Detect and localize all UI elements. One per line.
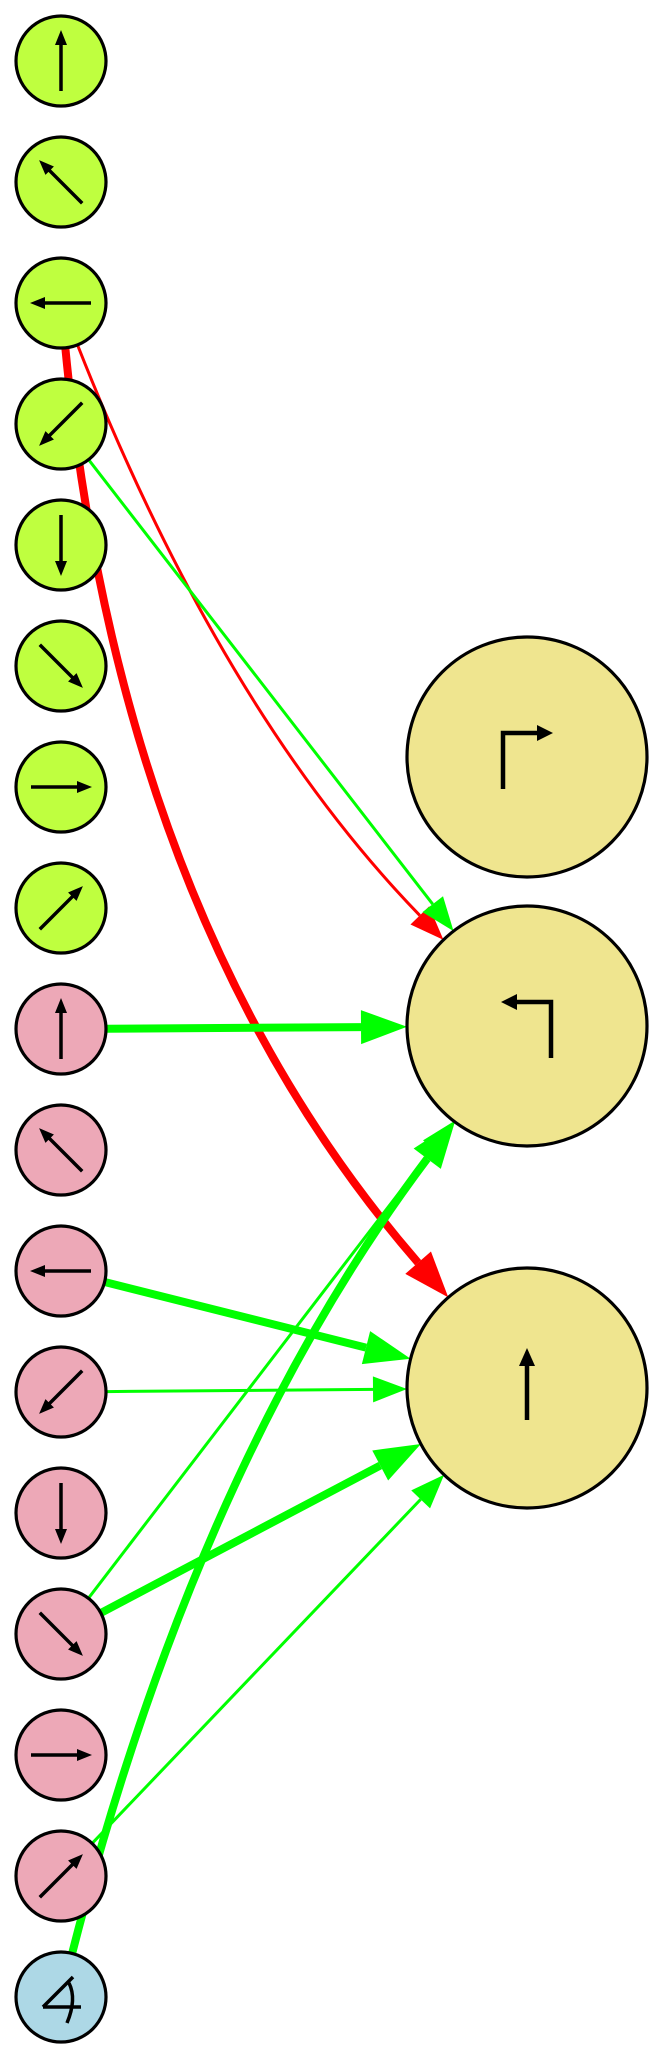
- arrow-up-right-icon: [38, 1854, 83, 1899]
- arrow-up-icon: [55, 30, 67, 91]
- node-circle: [405, 635, 649, 879]
- connection-line: [61, 347, 422, 1266]
- node-rotation: [14, 1950, 108, 2044]
- arrow-up-left-icon: [39, 1128, 84, 1173]
- connection-mov-down-right-to-forward: [98, 1444, 421, 1617]
- connection-line: [68, 1156, 431, 1955]
- node-layer: [14, 14, 649, 2044]
- node-dir-up: [14, 14, 108, 108]
- node-turn-left: [405, 904, 649, 1148]
- connection-line: [87, 458, 434, 906]
- connection-layer: [61, 344, 455, 1955]
- arrowhead: [405, 1251, 449, 1298]
- node-mov-up-left: [14, 1103, 108, 1197]
- arrow-up-icon: [55, 998, 67, 1059]
- turn-left-icon: [501, 994, 554, 1058]
- node-dir-up-right: [14, 861, 108, 955]
- connection-mov-up-to-turn-left: [105, 1010, 408, 1045]
- arrowhead: [422, 896, 454, 932]
- node-circle: [405, 904, 649, 1148]
- node-mov-right: [14, 1708, 108, 1802]
- node-dir-down: [14, 498, 108, 592]
- connection-mov-up-right-to-forward: [90, 1474, 445, 1845]
- connection-line: [105, 1387, 374, 1394]
- arrow-down-right-icon: [38, 1611, 83, 1656]
- connection-line: [105, 1023, 362, 1033]
- forward-icon: [519, 1348, 535, 1420]
- node-mov-up: [14, 982, 108, 1076]
- connection-mov-left-to-forward: [103, 1278, 411, 1365]
- angle-icon: [41, 1975, 81, 2024]
- turn-right-icon: [500, 725, 553, 789]
- arrowhead: [361, 1331, 411, 1365]
- arrow-right-icon: [31, 1749, 92, 1761]
- node-mov-down: [14, 1466, 108, 1560]
- arrowhead: [360, 1010, 408, 1045]
- connection-rotation-to-turn-left: [68, 1121, 455, 1955]
- arrowhead: [413, 1121, 455, 1169]
- arrow-right-icon: [31, 781, 92, 793]
- arrow-down-icon: [55, 515, 67, 576]
- connection-dir-left-to-turn-left: [76, 344, 444, 940]
- node-dir-down-right: [14, 619, 108, 713]
- connection-mov-down-left-to-forward: [105, 1376, 408, 1403]
- arrow-down-left-icon: [39, 1369, 84, 1414]
- arrow-down-right-icon: [38, 643, 83, 688]
- connection-line: [90, 1498, 422, 1845]
- node-turn-right: [405, 635, 649, 879]
- arrowhead: [410, 906, 444, 940]
- connection-line: [103, 1278, 367, 1352]
- node-mov-left: [14, 1224, 108, 1318]
- connection-dir-left-to-forward: [61, 347, 449, 1298]
- node-mov-down-right: [14, 1587, 108, 1681]
- arrow-down-left-icon: [39, 401, 84, 446]
- connection-dir-down-left-to-turn-left: [87, 458, 454, 932]
- arrowhead: [411, 1474, 445, 1509]
- arrow-up-right-icon: [38, 886, 83, 931]
- arrow-up-left-icon: [39, 160, 84, 205]
- arrowhead: [372, 1444, 421, 1481]
- node-dir-up-left: [14, 135, 108, 229]
- connection-line: [98, 1461, 383, 1617]
- node-dir-down-left: [14, 377, 108, 471]
- node-circle: [14, 1950, 108, 2044]
- connection-line: [76, 344, 421, 917]
- node-dir-right: [14, 740, 108, 834]
- arrow-left-icon: [30, 1265, 91, 1277]
- arrowhead: [372, 1376, 408, 1403]
- node-forward: [405, 1266, 649, 1510]
- node-mov-up-right: [14, 1829, 108, 1923]
- node-dir-left: [14, 256, 108, 350]
- node-mov-down-left: [14, 1345, 108, 1439]
- arrow-left-icon: [30, 297, 91, 309]
- arrow-down-icon: [55, 1483, 67, 1544]
